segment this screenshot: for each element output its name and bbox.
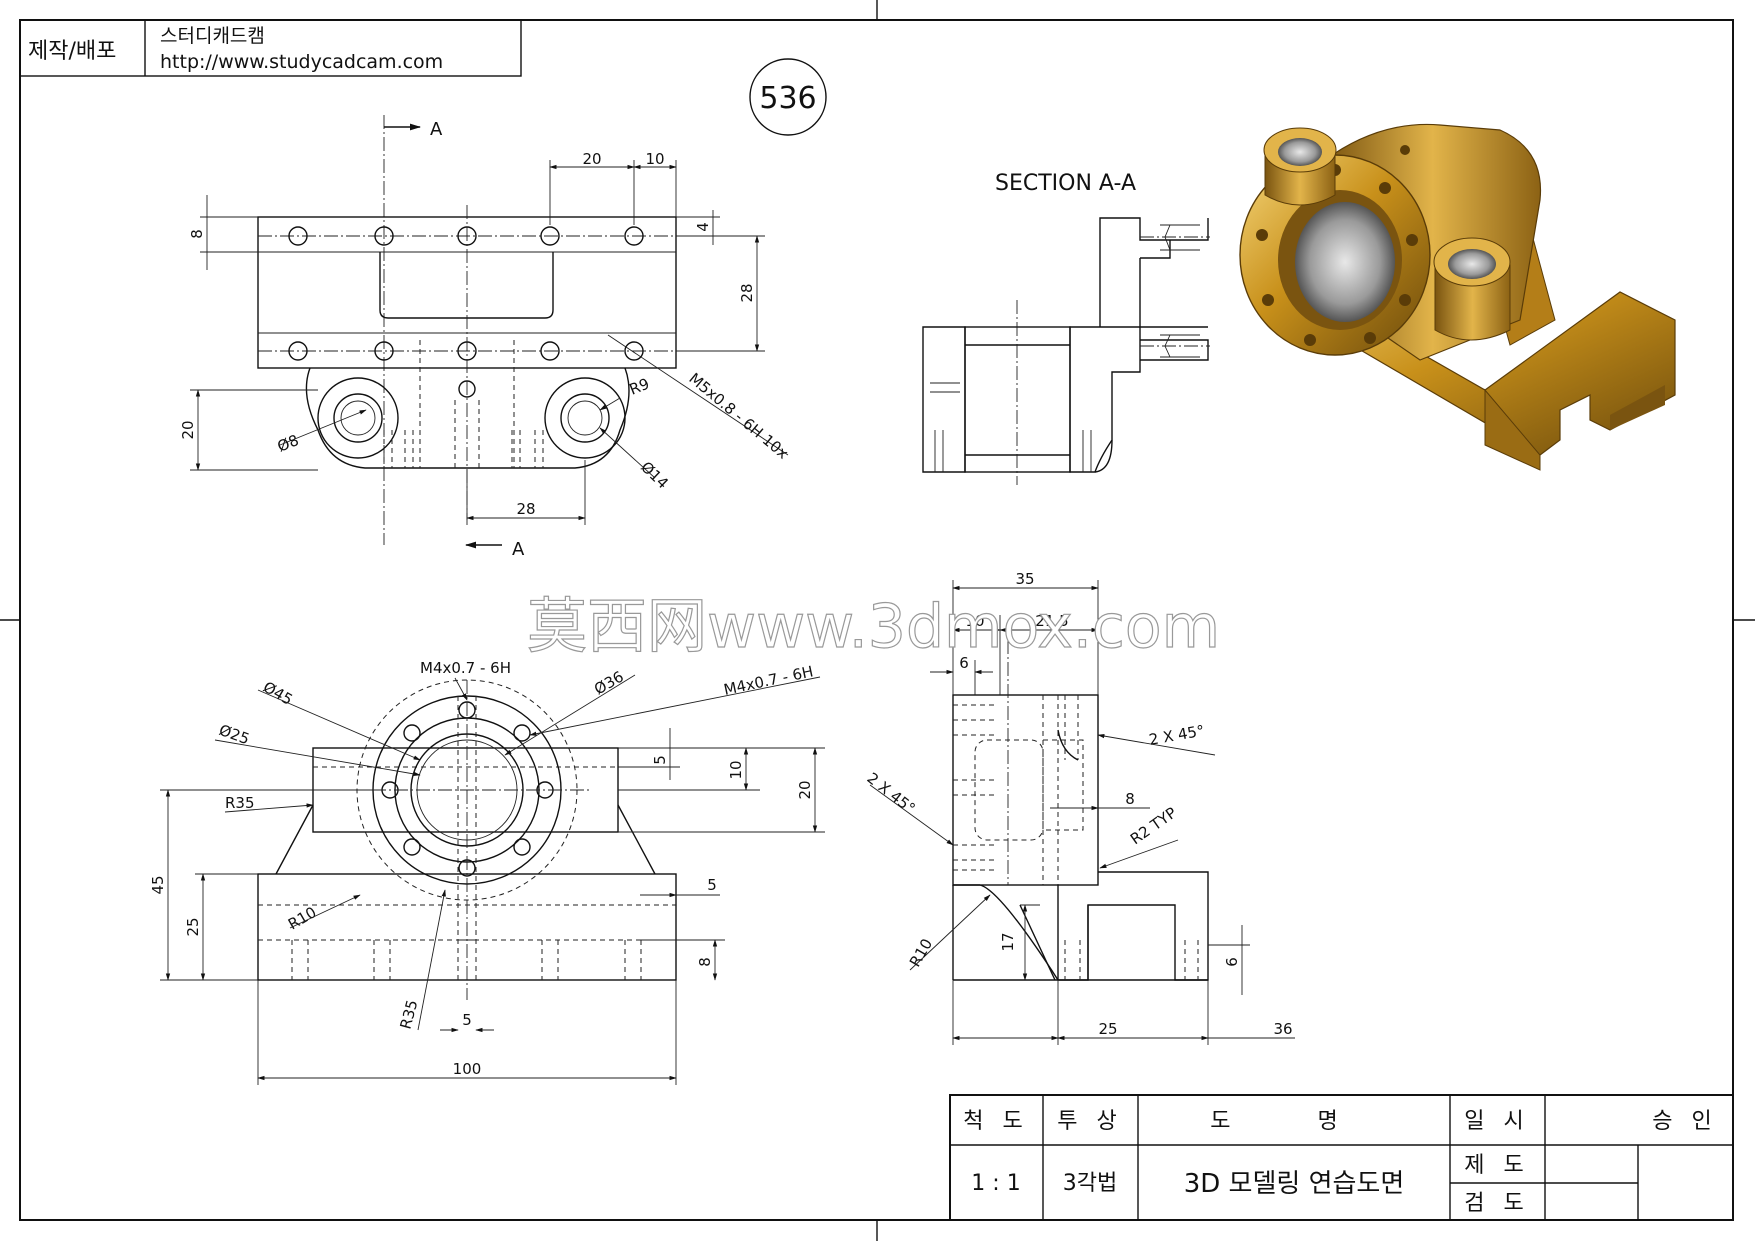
dim-4: 4 bbox=[694, 222, 712, 232]
side-dim-8: 8 bbox=[1125, 790, 1135, 808]
header-url[interactable]: http://www.studycadcam.com bbox=[160, 51, 443, 73]
front-dim-5-bottom: 5 bbox=[462, 1011, 472, 1029]
side-dim-21-5: 21.5 bbox=[1035, 612, 1068, 630]
drawing-number-badge: 536 bbox=[749, 58, 827, 136]
dim-r9: R9 bbox=[627, 375, 652, 399]
drawing-number: 536 bbox=[759, 81, 816, 116]
title-block: 척 도 투 상 도 명 일 시 승 인 1 : 1 3각법 3D 모델링 연습도… bbox=[949, 1094, 1734, 1221]
side-r2-typ: R2 TYP bbox=[1127, 804, 1180, 849]
dim-28-vertical: 28 bbox=[738, 283, 756, 302]
front-dim-5-mid: 5 bbox=[707, 876, 717, 894]
front-r35-bottom: R35 bbox=[396, 998, 421, 1031]
dim-phi8: Ø8 bbox=[275, 431, 302, 456]
section-marker-top: A bbox=[430, 119, 443, 140]
side-left-taps bbox=[953, 704, 1199, 980]
header-author: 스터디캐드캠 bbox=[160, 25, 265, 47]
section-marker-bottom: A bbox=[512, 539, 525, 560]
front-dim-100: 100 bbox=[453, 1060, 482, 1078]
tb-checked-label: 검 도 bbox=[1464, 1191, 1529, 1216]
dim-28-horizontal: 28 bbox=[516, 500, 535, 518]
side-chamfer-left: 2 X 45° bbox=[864, 769, 919, 818]
tb-scale-label: 척 도 bbox=[963, 1109, 1028, 1134]
front-dim-25: 25 bbox=[184, 917, 202, 936]
tb-scale-value: 1 : 1 bbox=[971, 1171, 1020, 1196]
front-r10: R10 bbox=[285, 903, 320, 933]
side-chamfer-right: 2 X 45° bbox=[1148, 721, 1206, 748]
top-view: A A bbox=[179, 115, 792, 560]
section-title: SECTION A-A bbox=[995, 171, 1136, 196]
dim-8: 8 bbox=[188, 229, 206, 239]
front-flange-bolts bbox=[381, 701, 554, 877]
side-dim-17: 17 bbox=[999, 932, 1017, 951]
hole-row-top bbox=[288, 226, 644, 361]
side-dim-25: 25 bbox=[1098, 1020, 1117, 1038]
front-dim-5-top: 5 bbox=[651, 755, 669, 765]
tb-drawing-name: 3D 모델링 연습도면 bbox=[1184, 1169, 1405, 1199]
tb-drawn-label: 제 도 bbox=[1464, 1153, 1529, 1178]
hidden-taps-top bbox=[383, 340, 544, 468]
dim-10: 10 bbox=[645, 150, 664, 168]
side-dim-35: 35 bbox=[1015, 570, 1034, 588]
side-dim-6: 6 bbox=[959, 654, 969, 672]
section-view: SECTION A-A bbox=[922, 171, 1210, 485]
front-dim-8: 8 bbox=[696, 957, 714, 967]
side-dim-10: 10 bbox=[965, 612, 984, 630]
side-dim-6-bottom: 6 bbox=[1223, 957, 1241, 967]
side-dim-36: 36 bbox=[1273, 1020, 1292, 1038]
side-r10: R10 bbox=[906, 935, 936, 970]
front-phi25: Ø25 bbox=[217, 721, 252, 748]
front-dim-10: 10 bbox=[727, 760, 745, 779]
dim-20-vertical: 20 bbox=[179, 420, 197, 439]
header-label: 제작/배포 bbox=[28, 39, 116, 64]
dim-phi14: Ø14 bbox=[637, 458, 672, 492]
front-r35-top: R35 bbox=[225, 794, 255, 812]
tb-name-label: 도 명 bbox=[1210, 1109, 1377, 1134]
front-dim-45: 45 bbox=[149, 875, 167, 894]
front-view: M4x0.7 - 6H M4x0.7 - 6H Ø45 Ø36 Ø25 R35 … bbox=[149, 659, 825, 1085]
front-dim-20: 20 bbox=[796, 780, 814, 799]
header-box: 제작/배포 스터디캐드캠 http://www.studycadcam.com bbox=[19, 19, 522, 77]
front-thread-top: M4x0.7 - 6H bbox=[420, 659, 511, 677]
tb-projection-value: 3각법 bbox=[1063, 1171, 1117, 1196]
dim-20: 20 bbox=[582, 150, 601, 168]
tb-approve-label: 승 인 bbox=[1652, 1109, 1717, 1134]
watermark-text: 莫西网www.3dmox.com bbox=[527, 592, 1220, 662]
thread-callout-top: M5x0.8 - 6H 10x bbox=[685, 369, 791, 462]
tb-date-label: 일 시 bbox=[1464, 1109, 1529, 1134]
front-bottom-taps bbox=[291, 939, 642, 980]
isometric-part-render bbox=[1239, 123, 1676, 471]
tb-projection-label: 투 상 bbox=[1057, 1109, 1122, 1134]
